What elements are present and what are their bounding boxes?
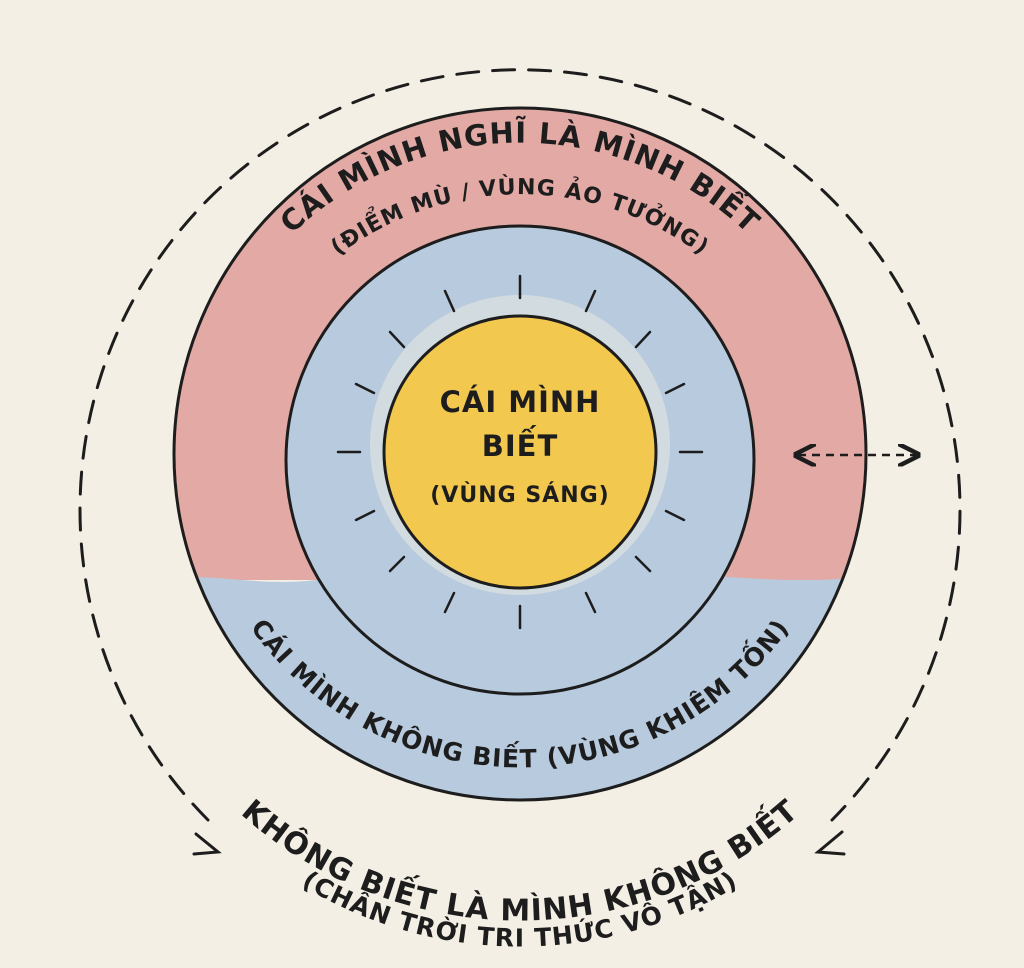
sun-rays-icon: [336, 274, 704, 630]
core-label-line1: CÁI MÌNH: [440, 385, 601, 419]
horizon-label-line1: KHÔNG BIẾT LÀ MÌNH KHÔNG BIẾT: [235, 793, 805, 928]
horizon-arrow-right-icon: [814, 830, 846, 856]
horizon-dashed-circle: [78, 68, 962, 856]
core-label-line2: BIẾT: [482, 426, 559, 463]
core-label-line3: (VÙNG SÁNG): [430, 482, 609, 508]
horizon-arrow-left-icon: [192, 832, 222, 856]
known-core: [382, 314, 658, 590]
